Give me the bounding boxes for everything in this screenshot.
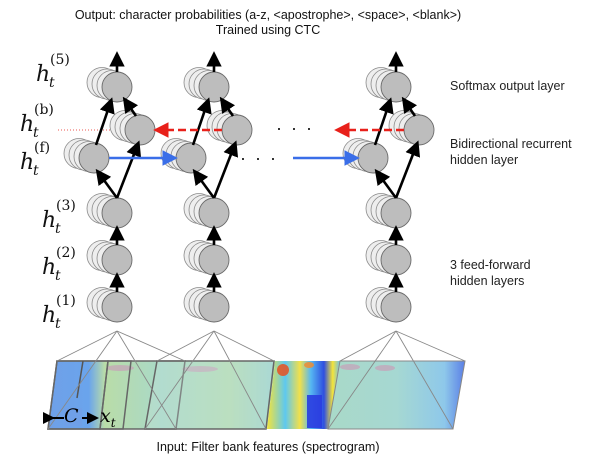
label-h5: h(5)t (36, 52, 70, 91)
column-2-layer-forward (160, 138, 207, 174)
label-h3: h(3)t (42, 198, 76, 237)
input-connection (339, 330, 397, 362)
neuron-node (101, 71, 133, 103)
column-1-layer-h2 (86, 240, 133, 276)
bidirectional-layer-label-line2: hidden layer (450, 153, 519, 167)
neuron-node (198, 71, 230, 103)
feedforward-layer-label-line1: 3 feed-forward (450, 258, 531, 272)
frame-divider (76, 360, 84, 399)
input-connection (156, 330, 215, 362)
arrow-h3-to-forward (95, 168, 119, 199)
column-2-layer-softmax (183, 67, 230, 103)
spectrogram-texture (106, 365, 134, 371)
arrow-backward-to-softmax (401, 96, 418, 117)
column-1-layer-backward (109, 110, 156, 146)
input-description: Input: Filter bank features (spectrogram… (156, 440, 380, 454)
arrow-h3-to-backward (115, 140, 142, 199)
context-label-bg (64, 408, 82, 426)
neuron-node (403, 114, 435, 146)
neuron-node (380, 71, 412, 103)
label-h2: h(2)t (42, 245, 76, 284)
context-annotation (43, 408, 99, 426)
neuron-node (101, 244, 133, 276)
column-1-layer-softmax (86, 67, 133, 103)
spectrogram-texture (375, 365, 395, 371)
training-description: Trained using CTC (215, 23, 321, 37)
input-connection (395, 330, 466, 362)
input-connection (56, 330, 118, 362)
softmax-layer-label: Softmax output layer (450, 79, 565, 93)
column-2-layer-h3 (183, 193, 230, 229)
label-hf: h(f)t (20, 140, 51, 179)
column-2-layer-h1 (183, 287, 230, 323)
context-label: C (64, 405, 79, 427)
input-connection (395, 330, 454, 430)
input-connection (213, 330, 267, 430)
neuron-node (357, 142, 389, 174)
arrow-forward-to-softmax (373, 97, 394, 146)
column-2-layer-backward (206, 110, 253, 146)
spectrogram-texture (277, 364, 289, 376)
neuron-node (380, 197, 412, 229)
spectrogram-texture (307, 395, 322, 428)
input-connection (116, 330, 186, 362)
spectrogram-region-left (48, 361, 275, 429)
neuron-node (124, 114, 156, 146)
spectrogram-region-right (328, 361, 465, 429)
feedforward-layer-label-line2: hidden layers (450, 274, 525, 288)
input-connection (116, 330, 177, 430)
arrow-h3-to-forward (374, 168, 398, 199)
ellipsis-forward: · · · (240, 148, 278, 168)
frame-label: xt (100, 405, 116, 430)
input-connection (213, 330, 275, 362)
arrow-h3-to-backward (394, 140, 421, 199)
spectrogram-texture (304, 362, 314, 368)
column-1-layer-h3 (86, 193, 133, 229)
column-3-layer-softmax (365, 67, 412, 103)
arrow-backward-to-softmax (122, 96, 139, 117)
column-1-layer-h1 (86, 287, 133, 323)
spectrogram-texture (182, 366, 218, 372)
output-description: Output: character probabilities (a-z, <a… (74, 8, 462, 22)
neuron-node (101, 197, 133, 229)
neuron-node (198, 197, 230, 229)
column-3-layer-h3 (365, 193, 412, 229)
column-3-layer-h1 (365, 287, 412, 323)
neuron-node (198, 291, 230, 323)
spectrogram (47, 360, 466, 430)
arrow-forward-to-softmax (191, 97, 212, 146)
ellipsis-backward: · · · (276, 118, 314, 138)
input-connection (327, 330, 397, 430)
neuron-node (101, 291, 133, 323)
column-3-layer-forward (342, 138, 389, 174)
column-1-layer-forward (63, 138, 110, 174)
arrow-forward-to-softmax (94, 97, 115, 146)
neuron-node (380, 244, 412, 276)
neuron-node (221, 114, 253, 146)
column-3-layer-backward (388, 110, 435, 146)
neuron-node (175, 142, 207, 174)
bidirectional-layer-label-line1: Bidirectional recurrent (450, 137, 572, 151)
neuron-node (198, 244, 230, 276)
neuron-node (78, 142, 110, 174)
spectrogram-texture (340, 364, 360, 370)
input-connection (144, 330, 215, 430)
arrow-h3-to-backward (212, 140, 239, 199)
label-hb: h(b)t (20, 102, 54, 141)
neuron-node (380, 291, 412, 323)
arrow-h3-to-forward (192, 168, 216, 199)
input-window-2 (144, 360, 275, 430)
arrow-backward-to-softmax (219, 96, 236, 117)
column-3-layer-h2 (365, 240, 412, 276)
column-2-layer-h2 (183, 240, 230, 276)
label-h1: h(1)t (42, 293, 76, 332)
